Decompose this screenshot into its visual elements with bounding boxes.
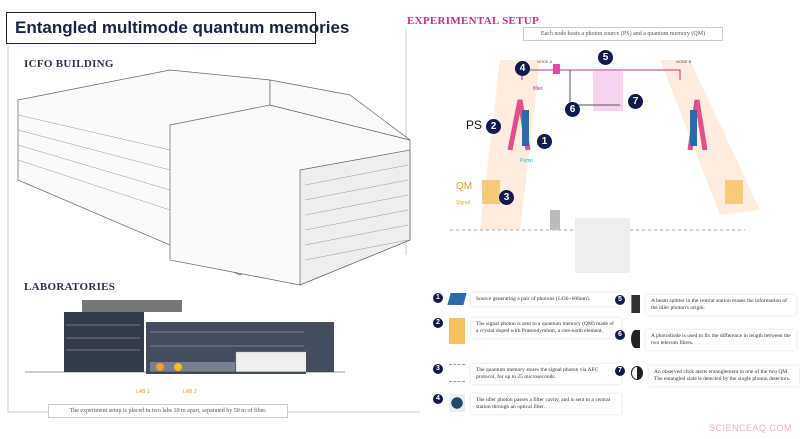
signal-label: Signal [456, 200, 470, 206]
marker-7: 7 [628, 94, 643, 109]
section-labs: LABORATORIES [24, 281, 116, 293]
quantum-memory-crystal-icon [449, 318, 465, 344]
photodiode-icon [631, 330, 640, 348]
section-setup: EXPERIMENTAL SETUP [407, 15, 540, 27]
beam-splitter-icon [631, 295, 640, 313]
afc-protocol-icon [449, 364, 465, 382]
marker-3: 3 [499, 190, 514, 205]
setup-note: Each node hosts a photon source (PS) and… [523, 27, 723, 41]
marker-1: 1 [537, 134, 552, 149]
node-a-label: NODE A [537, 59, 553, 64]
ps-label: PS [466, 118, 483, 132]
lab-2-label: LAB 2 [183, 389, 197, 395]
watermark: SCIENCEAQ.COM [708, 423, 792, 433]
marker-6: 6 [565, 102, 580, 117]
pump-label: Pump [520, 158, 534, 164]
node-b-label: NODE B [676, 59, 692, 64]
page-title: Entangled multimode quantum memories [6, 12, 349, 44]
detector-icon [631, 366, 643, 380]
filter-label: filter [533, 86, 543, 92]
filter-cavity-icon [449, 394, 465, 412]
crystal-source-icon [447, 293, 467, 305]
qm-label: QM [456, 181, 473, 192]
lab-1-label: LAB 1 [136, 389, 150, 395]
labs-note: The experiment setup is placed in two la… [48, 404, 288, 418]
section-building: ICFO BUILDING [24, 58, 114, 70]
marker-2: 2 [486, 119, 501, 134]
marker-4: 4 [515, 61, 530, 76]
marker-5: 5 [598, 50, 613, 65]
